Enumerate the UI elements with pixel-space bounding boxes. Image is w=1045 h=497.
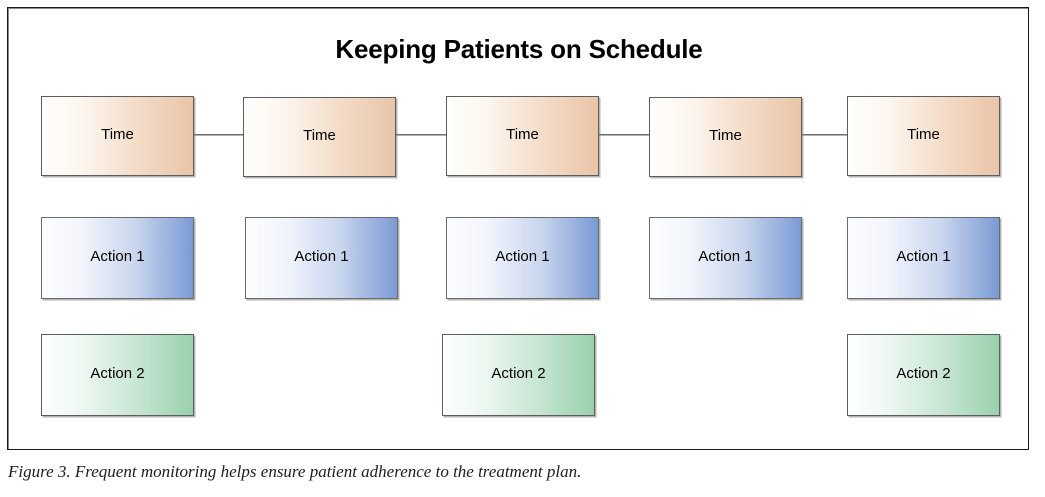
action-2-box-col-1[interactable]: Action 2 <box>41 334 194 416</box>
node-label: Action 1 <box>495 247 550 265</box>
action-1-box-col-5[interactable]: Action 1 <box>847 217 1000 299</box>
node-label: Time <box>506 125 539 143</box>
time-box-col-2[interactable]: Time <box>243 97 396 177</box>
node-label: Action 2 <box>90 364 145 382</box>
figure-caption: Figure 3. Frequent monitoring helps ensu… <box>8 462 582 481</box>
action-1-box-col-1[interactable]: Action 1 <box>41 217 194 299</box>
action-1-box-col-3[interactable]: Action 1 <box>446 217 599 299</box>
connector-4-5 <box>802 134 847 135</box>
node-label: Time <box>101 125 134 143</box>
node-label: Time <box>303 126 336 144</box>
node-label: Time <box>907 125 940 143</box>
node-label: Action 1 <box>896 247 951 265</box>
node-label: Action 2 <box>896 364 951 382</box>
node-label: Time <box>709 126 742 144</box>
time-box-col-1[interactable]: Time <box>41 96 194 176</box>
connector-3-4 <box>599 134 649 135</box>
time-box-col-3[interactable]: Time <box>446 96 599 176</box>
action-1-box-col-2[interactable]: Action 1 <box>245 217 398 299</box>
figure-title: Keeping Patients on Schedule <box>335 34 703 64</box>
node-label: Action 1 <box>294 247 349 265</box>
connector-2-3 <box>396 134 446 135</box>
figure-frame: Keeping Patients on Schedule Time Time Tim… <box>7 7 1029 450</box>
action-2-box-col-3[interactable]: Action 2 <box>442 334 595 416</box>
node-label: Action 1 <box>698 247 753 265</box>
time-box-col-4[interactable]: Time <box>649 97 802 177</box>
time-box-col-5[interactable]: Time <box>847 96 1000 176</box>
action-2-box-col-5[interactable]: Action 2 <box>847 334 1000 416</box>
node-label: Action 2 <box>491 364 546 382</box>
node-label: Action 1 <box>90 247 145 265</box>
connector-1-2 <box>194 134 243 135</box>
action-1-box-col-4[interactable]: Action 1 <box>649 217 802 299</box>
